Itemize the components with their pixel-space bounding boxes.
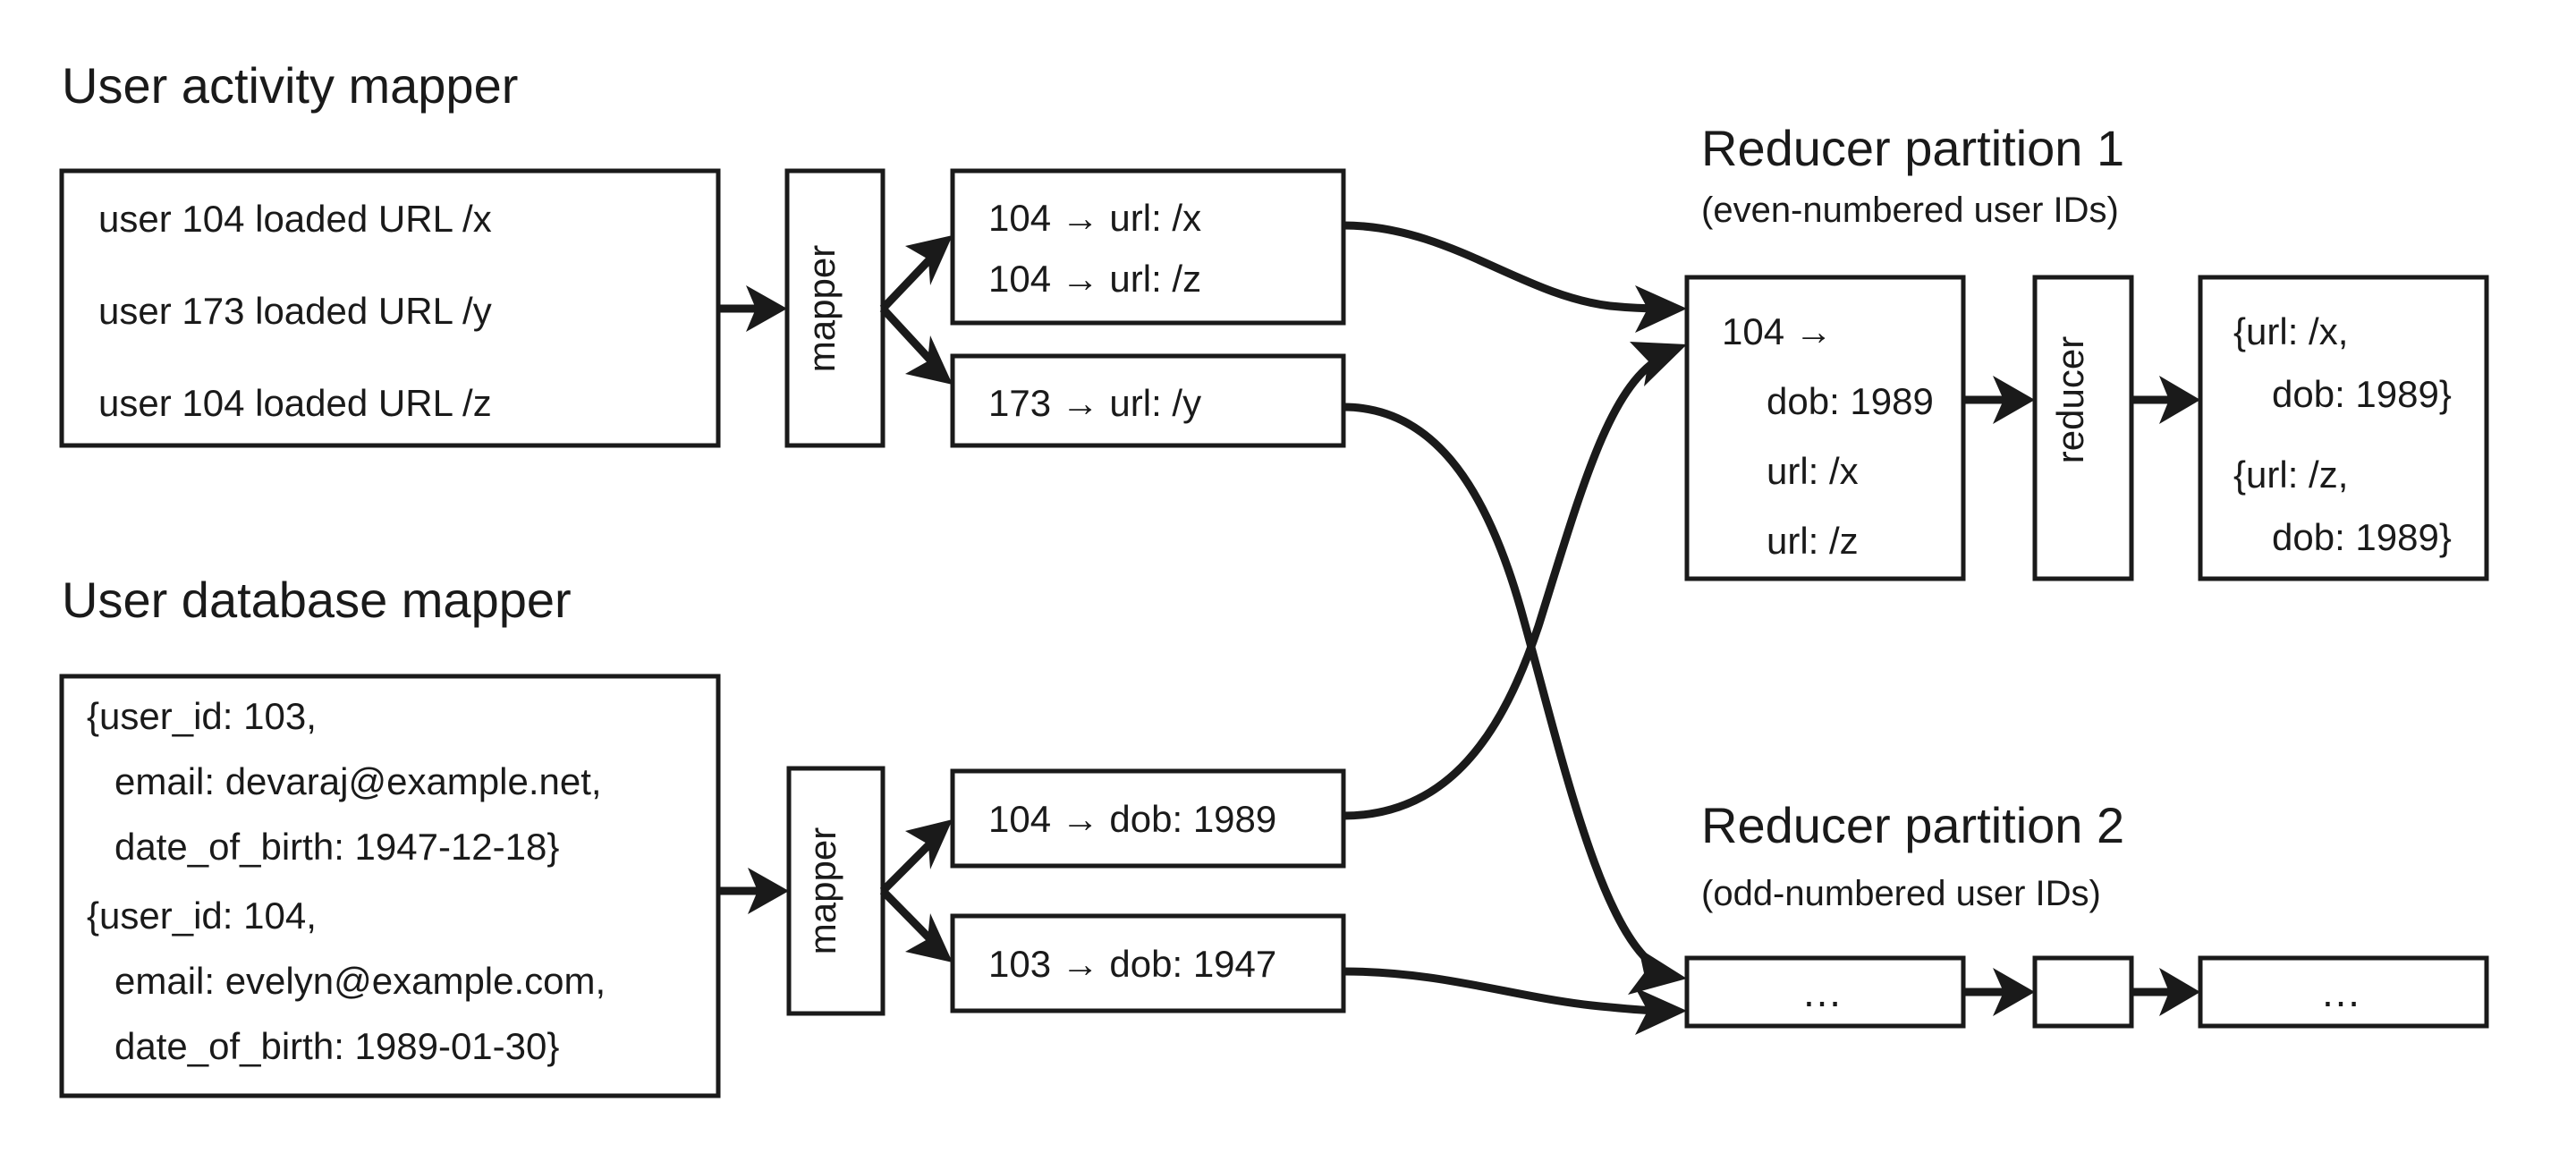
shuffle-edge-activity173-to-reducer2 bbox=[1343, 403, 1665, 974]
title-user-activity-mapper: User activity mapper bbox=[62, 57, 518, 114]
reducer1-input-box bbox=[1684, 275, 1966, 581]
activity-log-line-2: user 173 loaded URL /y bbox=[98, 290, 492, 332]
reducer1-input-line-3: url: /x bbox=[1767, 450, 1859, 492]
shuffle-edge-db104-to-reducer1 bbox=[1343, 352, 1666, 820]
activity-kv-box-2-line-1: 173 → url: /y bbox=[988, 382, 1201, 424]
user-db-record-1-line-1: {user_id: 103, bbox=[87, 695, 317, 737]
shuffle-arrowhead-activity173-to-reducer2 bbox=[1628, 948, 1687, 995]
user-db-record-2-line-1: {user_id: 104, bbox=[87, 894, 317, 937]
reducer1-output-line-4: dob: 1989} bbox=[2272, 516, 2452, 558]
user-db-record-2-line-2: email: evelyn@example.com, bbox=[114, 960, 606, 1002]
arrow-database-to-mapper-head bbox=[748, 868, 789, 914]
user-db-record-1-line-3: date_of_birth: 1947-12-18} bbox=[114, 826, 559, 868]
arrow-mapper2-branch-up-head bbox=[905, 819, 953, 869]
db-kv-box-2-line-1: 103 → dob: 1947 bbox=[988, 943, 1276, 985]
arrow-mapper2-branch-down-head bbox=[905, 913, 953, 962]
arrow-mapper1-branch-up-line bbox=[879, 248, 941, 312]
subtitle-reducer-partition-1: (even-numbered user IDs) bbox=[1701, 191, 2119, 230]
reducer1-output-box bbox=[2198, 275, 2489, 581]
subtitle-reducer-partition-2: (odd-numbered user IDs) bbox=[1701, 874, 2101, 913]
reducer-label-partition-1: reducer bbox=[2049, 336, 2091, 463]
reducer2-output-ellipsis: … bbox=[2320, 969, 2367, 1015]
reducer-box-partition-2 bbox=[2032, 955, 2134, 1029]
user-db-record-2-line-3: date_of_birth: 1989-01-30} bbox=[114, 1025, 559, 1067]
reducer1-input-line-1: 104 → bbox=[1722, 310, 1833, 352]
reducer1-output-line-2: dob: 1989} bbox=[2272, 373, 2452, 415]
activity-kv-box-1-line-1: 104 → url: /x bbox=[988, 197, 1201, 239]
arrow-mapper2-branch-up-line bbox=[879, 833, 941, 894]
arrow-activity-to-mapper-head bbox=[746, 285, 787, 332]
activity-kv-box-1 bbox=[950, 168, 1346, 326]
title-reducer-partition-1: Reducer partition 1 bbox=[1701, 120, 2124, 176]
mapper-label-database: mapper bbox=[801, 827, 843, 954]
arrow-reducer-to-reducer1-output-head bbox=[2159, 376, 2200, 424]
arrow-mapper1-branch-down-head bbox=[905, 335, 953, 385]
user-db-record-1-line-2: email: devaraj@example.net, bbox=[114, 760, 602, 802]
arrow-reducer2-input-to-reducer-head bbox=[1993, 968, 2035, 1016]
shuffle-edge-activity104-to-reducer1 bbox=[1343, 221, 1665, 313]
reducer1-input-line-2: dob: 1989 bbox=[1767, 380, 1934, 422]
shuffle-arrowhead-db103-to-reducer2 bbox=[1635, 988, 1687, 1035]
reducer1-output-line-3: {url: /z, bbox=[2233, 454, 2348, 496]
shuffle-arrowhead-activity104-to-reducer1 bbox=[1635, 285, 1687, 333]
title-user-database-mapper: User database mapper bbox=[62, 572, 572, 628]
activity-log-line-1: user 104 loaded URL /x bbox=[98, 198, 492, 240]
title-reducer-partition-2: Reducer partition 2 bbox=[1701, 797, 2124, 853]
db-kv-box-1 bbox=[950, 768, 1346, 869]
activity-log-line-3: user 104 loaded URL /z bbox=[98, 382, 492, 424]
arrow-mapper1-branch-up-head bbox=[905, 235, 953, 285]
reducer2-input-box bbox=[1684, 955, 1966, 1029]
shuffle-edge-db103-to-reducer2 bbox=[1343, 967, 1665, 1015]
reducer1-output-line-1: {url: /x, bbox=[2233, 310, 2348, 352]
activity-kv-box-2 bbox=[950, 353, 1346, 448]
db-kv-box-2 bbox=[950, 913, 1346, 1013]
activity-log-box bbox=[59, 168, 721, 448]
mapper-label-activity: mapper bbox=[801, 245, 843, 372]
reducer2-input-ellipsis: … bbox=[1801, 969, 1848, 1015]
reducer-box-partition-1 bbox=[2032, 275, 2134, 581]
reducer2-output-box bbox=[2198, 955, 2489, 1029]
shuffle-arrowhead-db104-to-reducer1 bbox=[1630, 342, 1687, 386]
reducer1-input-line-4: url: /z bbox=[1767, 520, 1859, 562]
activity-kv-box-1-line-2: 104 → url: /z bbox=[988, 258, 1201, 300]
arrow-reducer-to-reducer2-output-head bbox=[2159, 968, 2200, 1016]
arrow-reducer1-input-to-reducer-head bbox=[1993, 376, 2035, 424]
user-database-box bbox=[59, 674, 721, 1098]
db-kv-box-1-line-1: 104 → dob: 1989 bbox=[988, 798, 1276, 840]
